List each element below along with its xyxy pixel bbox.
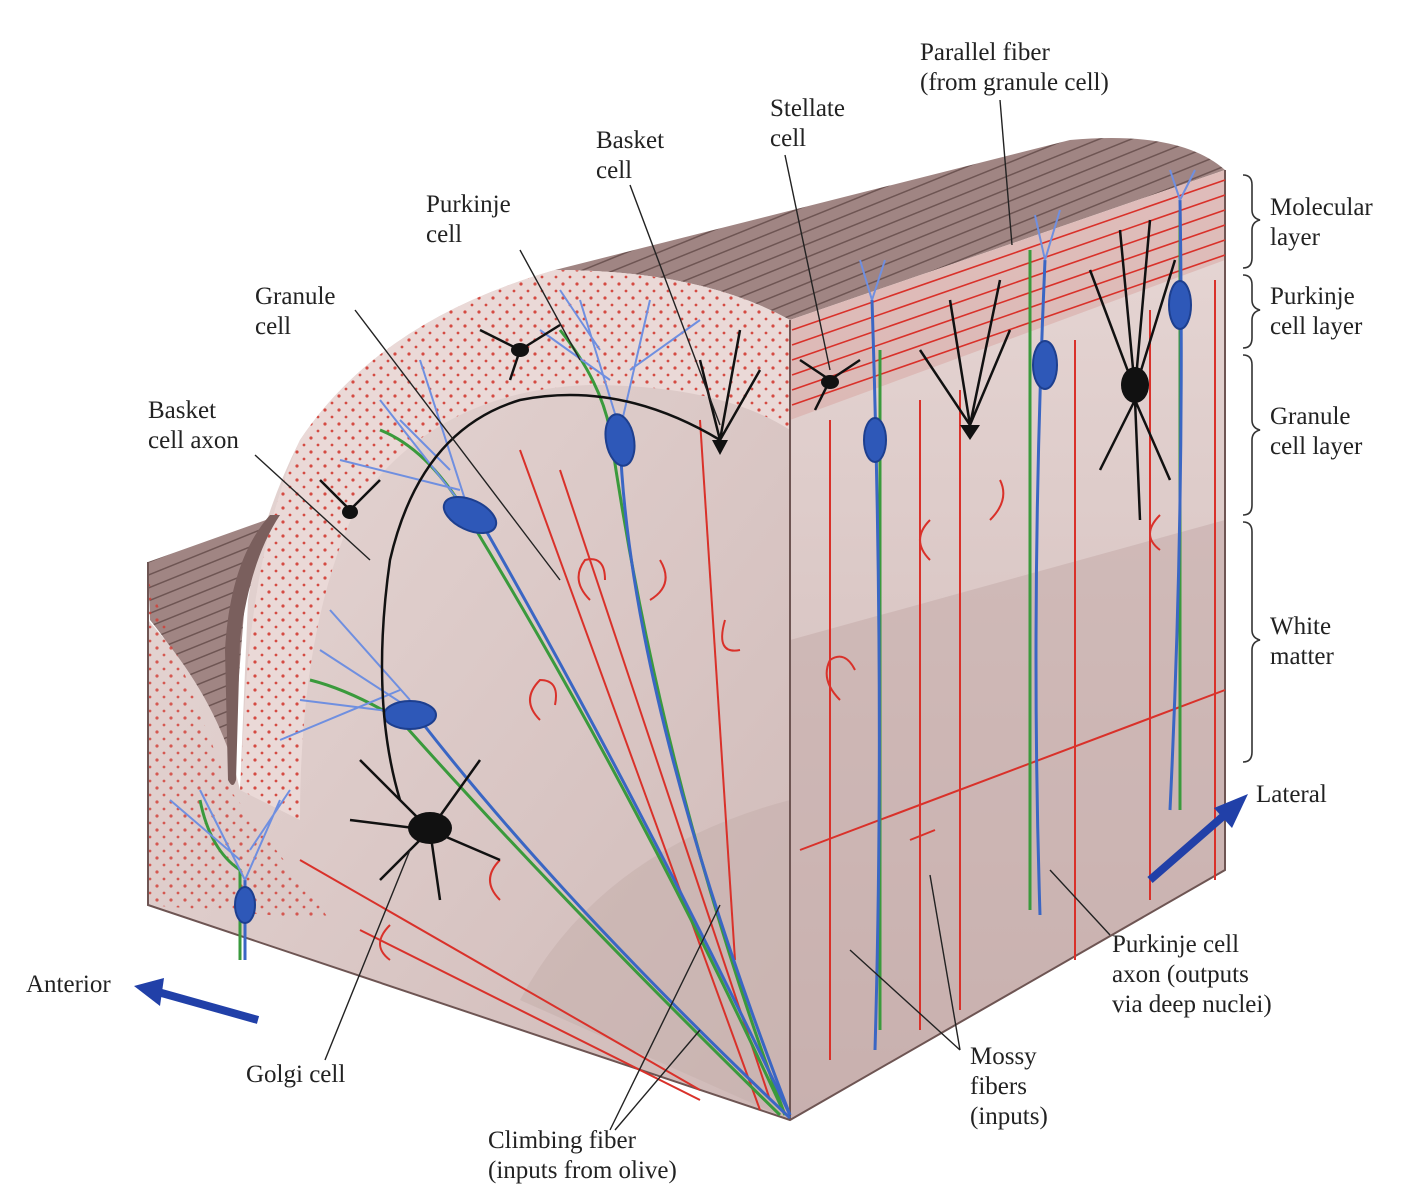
white-matter-shade xyxy=(790,520,1225,1120)
granule-dots-arc xyxy=(240,270,790,820)
label-lateral: Lateral xyxy=(1256,781,1327,808)
label-anterior: Anterior xyxy=(26,971,111,998)
black-somata xyxy=(342,343,1149,844)
lateral-arrow xyxy=(1147,794,1248,884)
black-neurons xyxy=(319,219,1177,901)
folium-top-surface xyxy=(555,138,1225,320)
block-outline xyxy=(147,170,1226,1122)
fissure xyxy=(225,515,280,785)
anterior-arrow xyxy=(134,978,260,1024)
label-golgi-cell: Golgi cell xyxy=(246,1061,346,1088)
layer-brackets xyxy=(1242,174,1261,763)
basket-cell-axon xyxy=(380,393,721,801)
label-climbing-fiber: Climbing fiber(inputs from olive) xyxy=(488,1127,677,1184)
leader-lines xyxy=(254,99,1111,1131)
purkinje-somata xyxy=(234,280,1192,924)
parallel-fibers xyxy=(791,179,1226,406)
purkinje-dendrites xyxy=(169,169,1196,881)
white-matter-front xyxy=(520,800,790,1120)
label-parallel-fiber: Parallel fiber(from granule cell) xyxy=(920,39,1109,96)
left-fold-dots xyxy=(148,580,330,920)
mossy-fibers-lateral xyxy=(799,280,1226,1060)
mossy-fibers-front xyxy=(299,419,771,1111)
